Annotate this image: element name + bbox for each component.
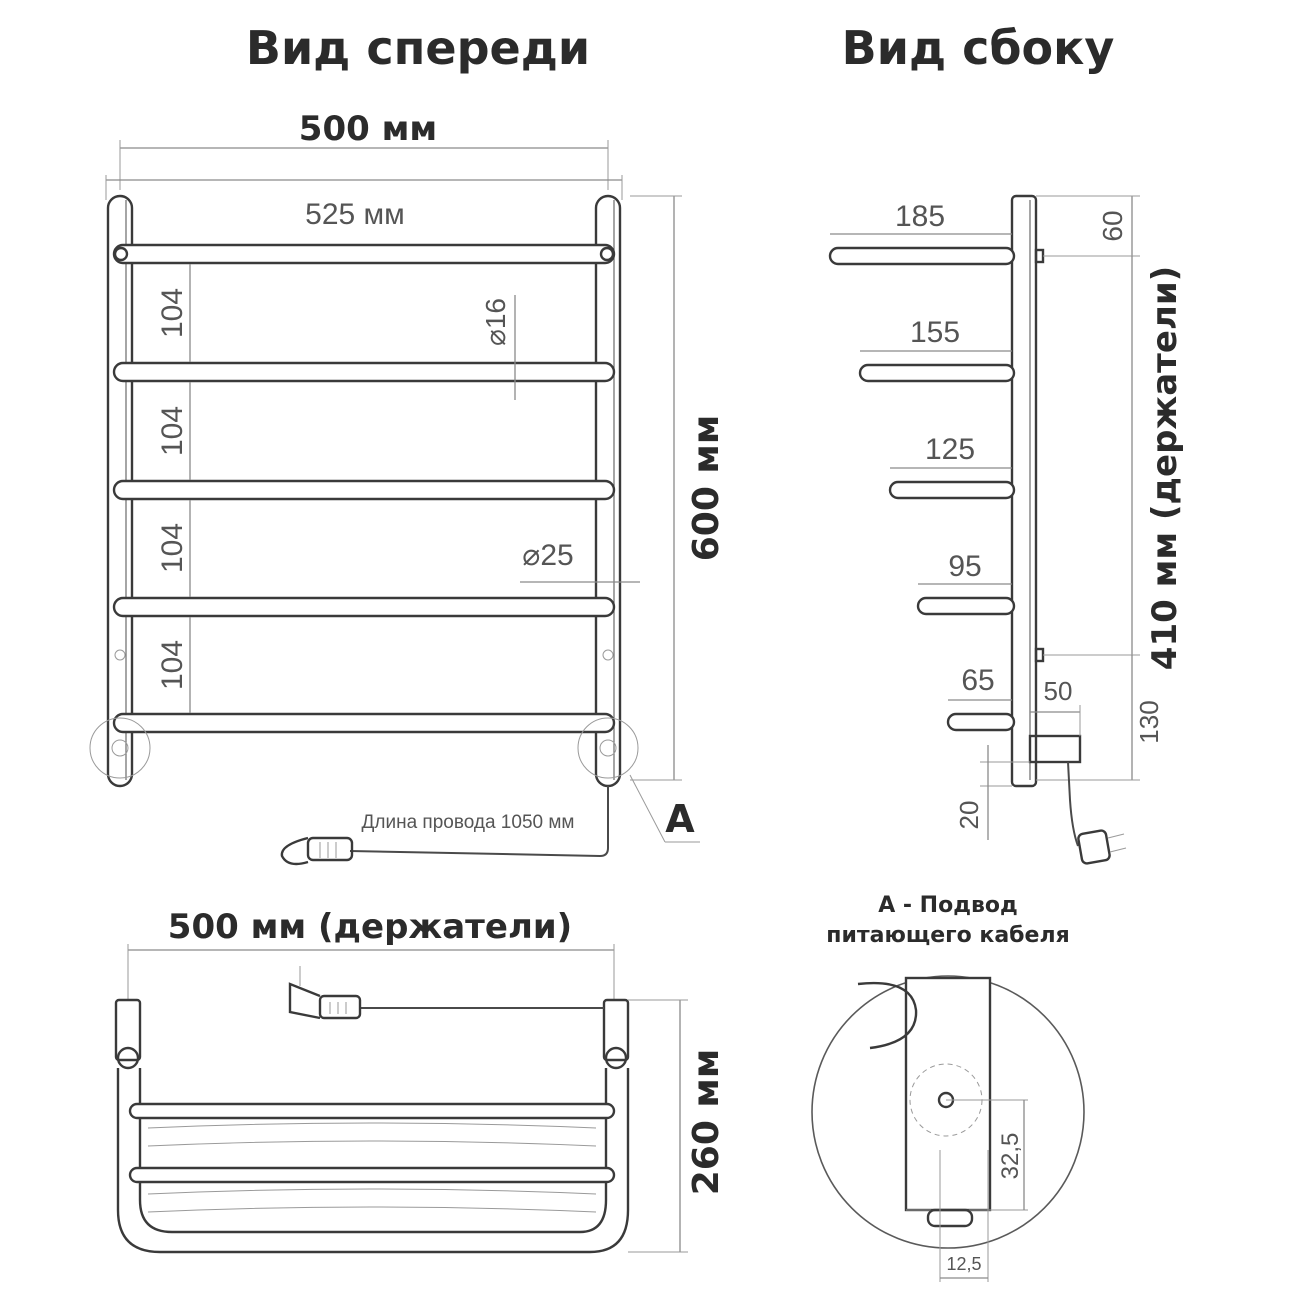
side-view-title: Вид сбоку: [842, 21, 1115, 75]
front-view: 500 мм 525 мм 104 104: [89, 109, 727, 866]
side-bottom-offset-label: 130: [1134, 700, 1164, 743]
front-height-label: 600 мм: [686, 415, 727, 562]
top-depth-label: 260 мм: [686, 1049, 727, 1196]
top-frame-outer: [116, 1068, 630, 1254]
rung-2: [112, 361, 616, 383]
heater-box: [1028, 734, 1082, 764]
detail-title-line1: А - Подвод: [878, 893, 1018, 918]
rung-diameter-label: ⌀16: [480, 298, 511, 346]
side-holders-height-label: 410 мм (держатели): [1145, 266, 1185, 670]
rung-1: [112, 243, 616, 265]
side-floor-gap-label: 20: [954, 801, 984, 830]
side-top-offset-label: 60: [1097, 210, 1128, 241]
rung-5: [112, 712, 616, 734]
detail-marker: А: [665, 797, 695, 841]
detail-width-label: 12,5: [946, 1254, 981, 1274]
top-view: 500 мм (держатели) 260 мм: [114, 907, 727, 1254]
side-depth-label-5: 65: [961, 664, 994, 697]
side-view: 185 155 125 95 65 60 410 мм (держатели) …: [828, 194, 1185, 865]
side-arm-2: [858, 363, 1016, 383]
rung-3: [112, 479, 616, 501]
detail-circle: [811, 975, 1085, 1249]
side-depth-label-4: 95: [948, 550, 981, 583]
side-arm-3: [888, 480, 1016, 500]
spacing-label-2: 104: [156, 406, 189, 456]
cable-length-label: Длина провода 1050 мм: [362, 812, 575, 833]
spacing-label-3: 104: [156, 523, 189, 573]
top-holders-width-label: 500 мм (держатели): [168, 907, 572, 947]
spacing-label-1: 104: [156, 288, 189, 338]
front-width-outer-label: 500 мм: [299, 109, 437, 149]
side-post: [1010, 194, 1038, 788]
side-arm-1: [828, 246, 1016, 266]
side-arm-4: [916, 596, 1016, 616]
side-depth-label-3: 125: [925, 433, 975, 466]
front-width-inner-label: 525 мм: [305, 198, 405, 231]
rung-4: [112, 596, 616, 618]
side-box-depth-label: 50: [1044, 676, 1073, 706]
detail-height-label: 32,5: [997, 1133, 1024, 1180]
spacing-label-4: 104: [156, 640, 189, 690]
side-arm-5: [946, 712, 1016, 732]
detail-view: А - Подвод питающего кабеля 32,5 12,5: [811, 893, 1085, 1282]
post-diameter-label: ⌀25: [522, 539, 573, 572]
side-depth-label-1: 185: [895, 200, 945, 233]
side-depth-label-2: 155: [910, 316, 960, 349]
detail-title-line2: питающего кабеля: [826, 923, 1069, 948]
front-view-title: Вид спереди: [246, 21, 590, 75]
